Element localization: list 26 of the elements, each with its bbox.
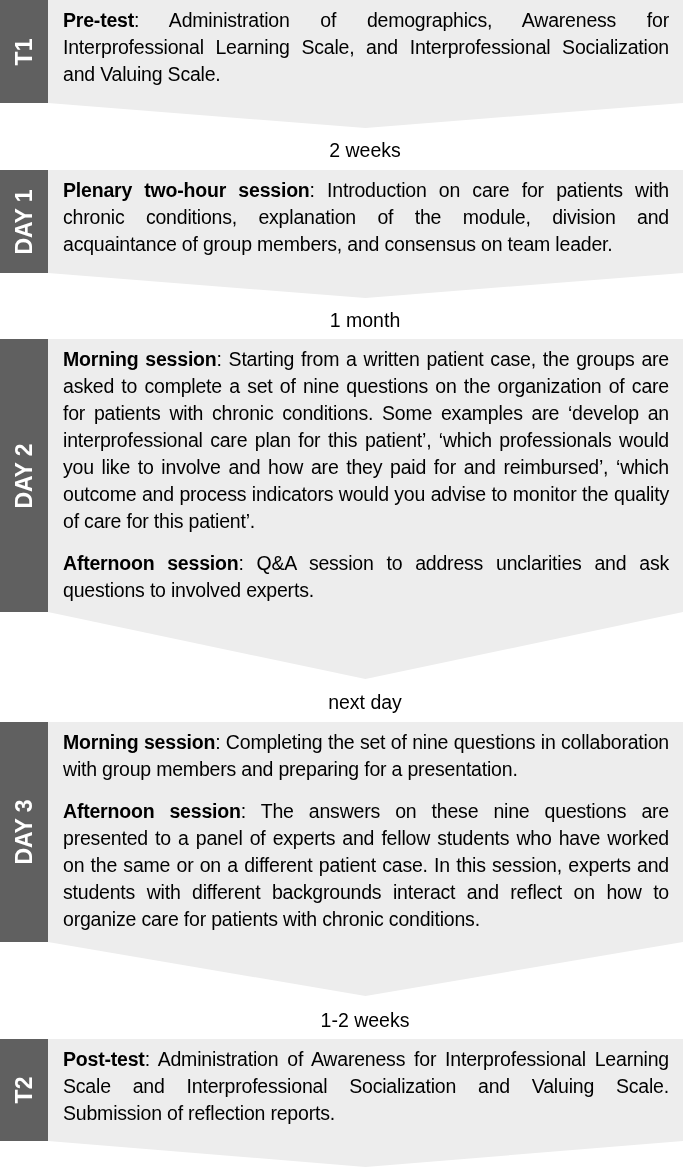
chevron-panel bbox=[48, 170, 683, 298]
interval-label: 2 weeks bbox=[329, 138, 401, 162]
interval-label: 1 month bbox=[329, 308, 401, 332]
stage-description: Post-test: Administration of Awareness for Interprofessional Learning Scale and Interprofessional Socialization and Valuing Scale. Submission of reflection reports. bbox=[63, 1047, 669, 1126]
stage-tab bbox=[0, 1039, 48, 1141]
stage-description: Afternoon session: The answers on these nine questions are presented to a panel of experts and fellow students who have worked on the same or on a different patient case. In this session, experts and students with different backgrounds interact and reflect on how to organize care for patients with chronic conditions. bbox=[63, 799, 669, 932]
stage-label: DAY 3 bbox=[12, 799, 36, 865]
stage-description: Plenary two-hour session: Introduction on care for patients with chronic conditions, explanation of the module, division and acquaintance of group members, and consensus on team leader. bbox=[63, 178, 669, 257]
chevron-panel bbox=[48, 722, 683, 996]
stage-tab bbox=[0, 170, 48, 273]
stage-tab bbox=[0, 722, 48, 942]
stage-label: T2 bbox=[12, 1076, 36, 1104]
stage-description: Afternoon session: Q&A session to address unclarities and ask questions to involved experts. bbox=[63, 551, 669, 603]
chevron-panel bbox=[48, 0, 683, 128]
stage-label: DAY 1 bbox=[12, 188, 36, 255]
chevron-panel bbox=[48, 1039, 683, 1167]
stage-tab bbox=[0, 0, 48, 103]
stage-description: Morning session: Completing the set of nine questions in collaboration with group members and preparing for a presentation. bbox=[63, 730, 669, 782]
chevron-panel bbox=[48, 339, 683, 679]
stage-description: Morning session: Starting from a written patient case, the groups are asked to complete a set of nine questions on the organization of care for patients with chronic conditions. Some examples are ‘develop an interprofessional care plan for this patient’, ‘which professionals would you like to involve and how are they paid for and reimbursed’, ‘which outcome and process indicators would you advise to monitor the quality of care for this patient’. bbox=[63, 347, 669, 534]
stage-tab bbox=[0, 339, 48, 612]
stage-label: DAY 2 bbox=[12, 442, 36, 509]
stage-label: T1 bbox=[12, 38, 36, 65]
stage-description: Pre-test: Administration of demographics, Awareness for Interprofessional Learning Scale, and Interprofessional Socialization and Valuing Scale. bbox=[63, 8, 669, 87]
interval-label: 1-2 weeks bbox=[320, 1008, 410, 1032]
interval-label: next day bbox=[328, 690, 402, 714]
